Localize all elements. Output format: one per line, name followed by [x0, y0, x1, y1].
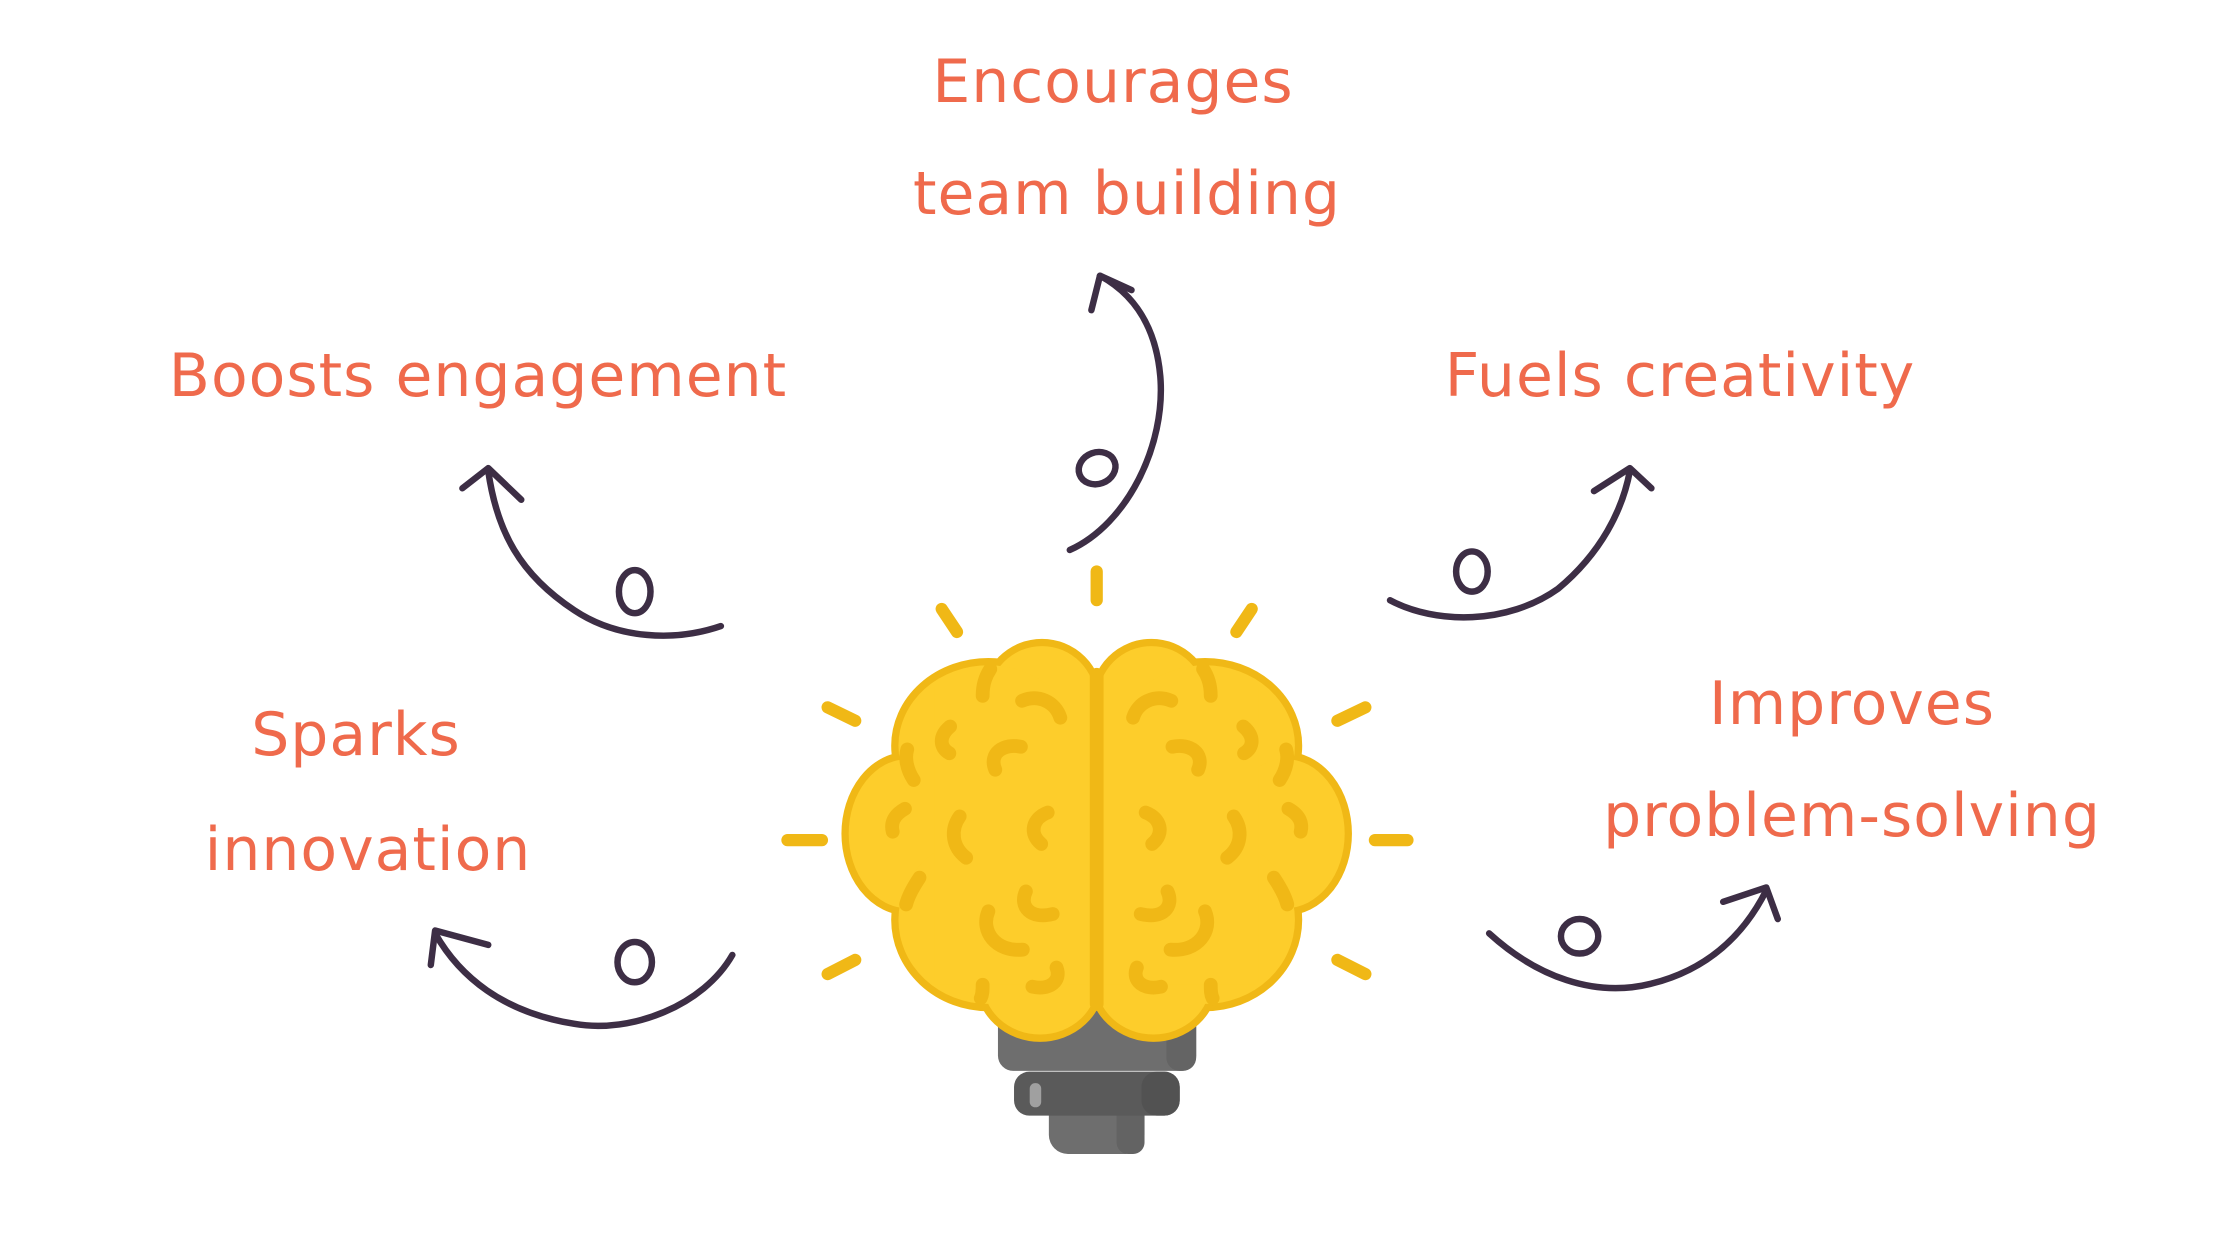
label-boosts-engagement: Boosts engagement: [168, 341, 788, 411]
label-encourages-line2: team building: [912, 159, 1342, 229]
label-sparks-line1: Sparks: [251, 700, 461, 770]
label-sparks-line2: innovation: [204, 815, 532, 885]
brain-lightbulb-icon: [781, 565, 1414, 1154]
arrow-to-lower-right: [1485, 884, 1781, 992]
arrow-to-upper-left: [459, 464, 725, 639]
arrow-to-upper-right: [1386, 464, 1655, 621]
label-improves-line1: Improves: [1709, 669, 1995, 739]
brain-folds: [885, 662, 1309, 1011]
label-improves-line2: problem-solving: [1603, 781, 2101, 851]
light-rays: [781, 565, 1414, 981]
label-fuels-creativity: Fuels creativity: [1444, 341, 1916, 411]
arrow-to-lower-left: [427, 927, 736, 1030]
label-encourages-line1: Encourages: [932, 47, 1294, 117]
arrow-to-top: [1066, 272, 1165, 554]
